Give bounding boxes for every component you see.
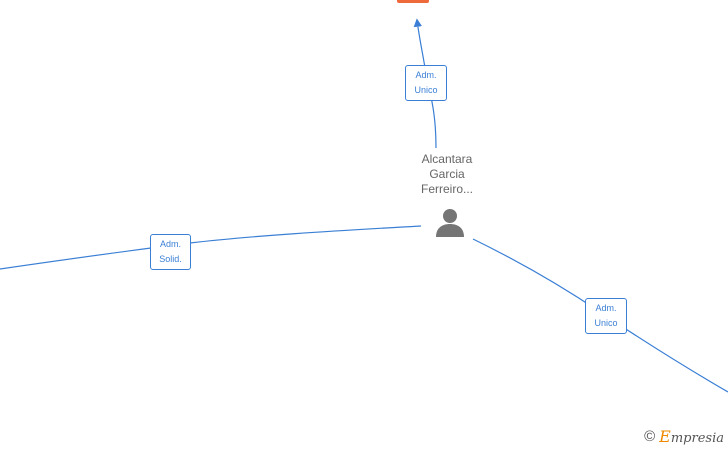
person-name-line3: Ferreiro... — [420, 182, 473, 196]
role-badge-right[interactable]: Adm. Unico — [585, 298, 627, 334]
role-badge-top[interactable]: Adm. Unico — [405, 65, 447, 101]
role-badge-top-line1: Adm. — [415, 70, 437, 80]
role-badge-right-line2: Unico — [594, 318, 618, 328]
person-name-line1: Alcantara — [421, 152, 473, 166]
person-name-line2: Garcia — [429, 167, 465, 181]
empresia-watermark: © Empresia — [644, 427, 724, 446]
person-icon[interactable] — [435, 207, 465, 237]
edge-to-left-company — [0, 225, 422, 270]
role-badge-right-line1: Adm. — [595, 303, 617, 313]
person-name-label: Alcantara Garcia Ferreiro... — [397, 152, 497, 197]
company-node-top[interactable] — [397, 0, 429, 3]
logo-initial: E — [659, 427, 671, 446]
role-badge-left-line1: Adm. — [159, 239, 181, 249]
logo-text: mpresia — [670, 431, 724, 446]
role-badge-top-line2: Unico — [414, 85, 438, 95]
copyright-symbol: © — [644, 428, 656, 445]
role-badge-left[interactable]: Adm. Solid. — [150, 234, 191, 270]
role-badge-left-line2: Solid. — [159, 254, 182, 264]
edge-to-top-company — [413, 18, 437, 149]
empresia-logo: Empresia — [659, 427, 724, 446]
